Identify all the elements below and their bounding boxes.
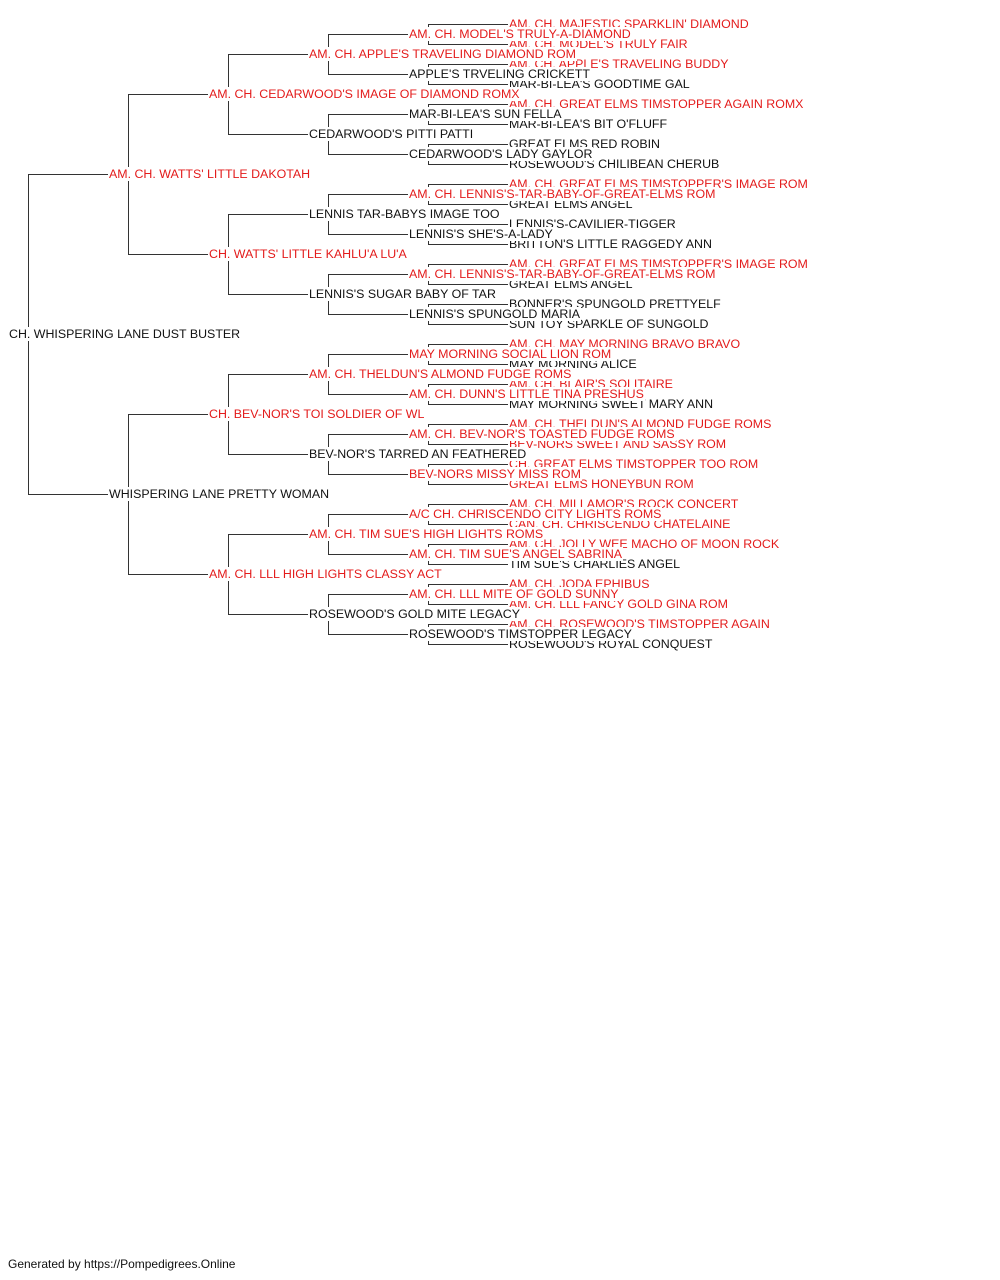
pedigree-entry[interactable]: AM. CH. LENNIS'S-TAR-BABY-OF-GREAT-ELMS … (408, 187, 717, 201)
pedigree-entry[interactable]: LENNIS'S SHE'S-A-LADY (408, 227, 554, 241)
pedigree-entry[interactable]: AM. CH. LENNIS'S-TAR-BABY-OF-GREAT-ELMS … (408, 267, 717, 281)
pedigree-connector (428, 364, 508, 365)
pedigree-connector (328, 634, 408, 635)
pedigree-connector (428, 524, 508, 525)
pedigree-connector (128, 254, 208, 255)
pedigree-connector (428, 264, 508, 265)
pedigree-connector (328, 234, 408, 235)
pedigree-connector (428, 124, 508, 125)
pedigree-entry[interactable]: APPLE'S TRVELING CRICKETT (408, 67, 591, 81)
pedigree-connector (428, 384, 508, 385)
pedigree-connector (428, 544, 508, 545)
pedigree-connector (428, 424, 508, 425)
pedigree-connector (328, 74, 408, 75)
pedigree-connector (428, 24, 508, 25)
pedigree-connector (228, 134, 308, 135)
pedigree-connector (28, 174, 108, 175)
pedigree-entry[interactable]: ROSEWOOD'S TIMSTOPPER LEGACY (408, 627, 633, 641)
pedigree-connector (328, 154, 408, 155)
pedigree-connector (328, 594, 408, 595)
pedigree-entry[interactable]: LENNIS'S SPUNGOLD MARIA (408, 307, 582, 321)
pedigree-entry[interactable]: AM. CH. TIM SUE'S HIGH LIGHTS ROMS (308, 527, 545, 541)
pedigree-connector (228, 374, 308, 375)
pedigree-connector (428, 284, 508, 285)
pedigree-connector (428, 304, 508, 305)
pedigree-connector (428, 224, 508, 225)
footer-credit: Generated by https://Pompedigrees.Online (8, 1257, 236, 1271)
pedigree-connector (228, 214, 308, 215)
pedigree-connector (328, 474, 408, 475)
pedigree-entry[interactable]: ROSEWOOD'S GOLD MITE LEGACY (308, 607, 521, 621)
pedigree-connector (28, 494, 108, 495)
pedigree-connector (328, 514, 408, 515)
pedigree-connector (428, 184, 508, 185)
pedigree-connector (328, 114, 408, 115)
pedigree-connector (128, 574, 208, 575)
pedigree-entry[interactable]: A/C CH. CHRISCENDO CITY LIGHTS ROMS (408, 507, 663, 521)
pedigree-entry[interactable]: LENNIS TAR-BABYS IMAGE TOO (308, 207, 501, 221)
pedigree-connector (428, 204, 508, 205)
pedigree-connector (428, 624, 508, 625)
pedigree-connector (428, 564, 508, 565)
pedigree-connector (328, 354, 408, 355)
pedigree-entry[interactable]: AM. CH. DUNN'S LITTLE TINA PRESHUS (408, 387, 645, 401)
pedigree-connector (428, 484, 508, 485)
pedigree-entry[interactable]: AM. CH. BEV-NOR'S TOASTED FUDGE ROMS (408, 427, 676, 441)
pedigree-connector (328, 34, 408, 35)
pedigree-connector (428, 644, 508, 645)
pedigree-entry[interactable]: AM. CH. TIM SUE'S ANGEL SABRINA (408, 547, 624, 561)
pedigree-entry[interactable]: AM. CH. LLL MITE OF GOLD SUNNY (408, 587, 620, 601)
pedigree-entry[interactable]: AM. CH. THELDUN'S ALMOND FUDGE ROMS (308, 367, 573, 381)
pedigree-entry[interactable]: CH. WATTS' LITTLE KAHLU'A LU'A (208, 247, 408, 261)
pedigree-entry[interactable]: AM. CH. CEDARWOOD'S IMAGE OF DIAMOND ROM… (208, 87, 521, 101)
pedigree-entry[interactable]: CH. BEV-NOR'S TOI SOLDIER OF WL (208, 407, 426, 421)
pedigree-connector (428, 604, 508, 605)
pedigree-entry[interactable]: BEV-NOR'S TARRED AN FEATHERED (308, 447, 528, 461)
pedigree-entry[interactable]: AM. CH. APPLE'S TRAVELING DIAMOND ROM (308, 47, 577, 61)
pedigree-connector (228, 534, 308, 535)
pedigree-connector (428, 44, 508, 45)
pedigree-connector (328, 394, 408, 395)
pedigree-entry[interactable]: AM. CH. LLL HIGH LIGHTS CLASSY ACT (208, 567, 443, 581)
pedigree-entry[interactable]: CEDARWOOD'S PITTI PATTI (308, 127, 475, 141)
pedigree-connector (128, 414, 208, 415)
pedigree-connector (328, 554, 408, 555)
pedigree-connector (428, 144, 508, 145)
pedigree-connector (428, 244, 508, 245)
pedigree-entry[interactable]: CH. WHISPERING LANE DUST BUSTER (8, 327, 242, 341)
pedigree-connector (428, 104, 508, 105)
pedigree-connector (428, 344, 508, 345)
pedigree-entry[interactable]: BEV-NORS MISSY MISS ROM (408, 467, 582, 481)
pedigree-connector (328, 434, 408, 435)
pedigree-connector (428, 444, 508, 445)
pedigree-entry[interactable]: LENNIS'S SUGAR BABY OF TAR (308, 287, 497, 301)
pedigree-connector (328, 274, 408, 275)
pedigree-connector (428, 84, 508, 85)
pedigree-connector (328, 314, 408, 315)
pedigree-connector (228, 54, 308, 55)
pedigree-connector (428, 404, 508, 405)
pedigree-connector (428, 584, 508, 585)
pedigree-connector (428, 464, 508, 465)
pedigree-entry[interactable]: AM. CH. GREAT ELMS TIMSTOPPER AGAIN ROMX (508, 97, 805, 111)
pedigree-entry[interactable]: AM. CH. WATTS' LITTLE DAKOTAH (108, 167, 312, 181)
pedigree-entry[interactable]: AM. CH. MODEL'S TRULY-A-DIAMOND (408, 27, 632, 41)
pedigree-connector (428, 164, 508, 165)
pedigree-entry[interactable]: MAR-BI-LEA'S SUN FELLA (408, 107, 563, 121)
pedigree-entry[interactable]: CEDARWOOD'S LADY GAYLOR (408, 147, 594, 161)
pedigree-entry[interactable]: WHISPERING LANE PRETTY WOMAN (108, 487, 331, 501)
pedigree-connector (428, 324, 508, 325)
pedigree-connector (428, 504, 508, 505)
pedigree-entry[interactable]: MAY MORNING SOCIAL LION ROM (408, 347, 613, 361)
pedigree-connector (228, 614, 308, 615)
pedigree-connector (228, 454, 308, 455)
pedigree-connector (128, 94, 208, 95)
pedigree-connector (428, 64, 508, 65)
pedigree-connector (328, 194, 408, 195)
pedigree-connector (228, 294, 308, 295)
pedigree-entry[interactable]: BRITTON'S LITTLE RAGGEDY ANN (508, 237, 713, 251)
